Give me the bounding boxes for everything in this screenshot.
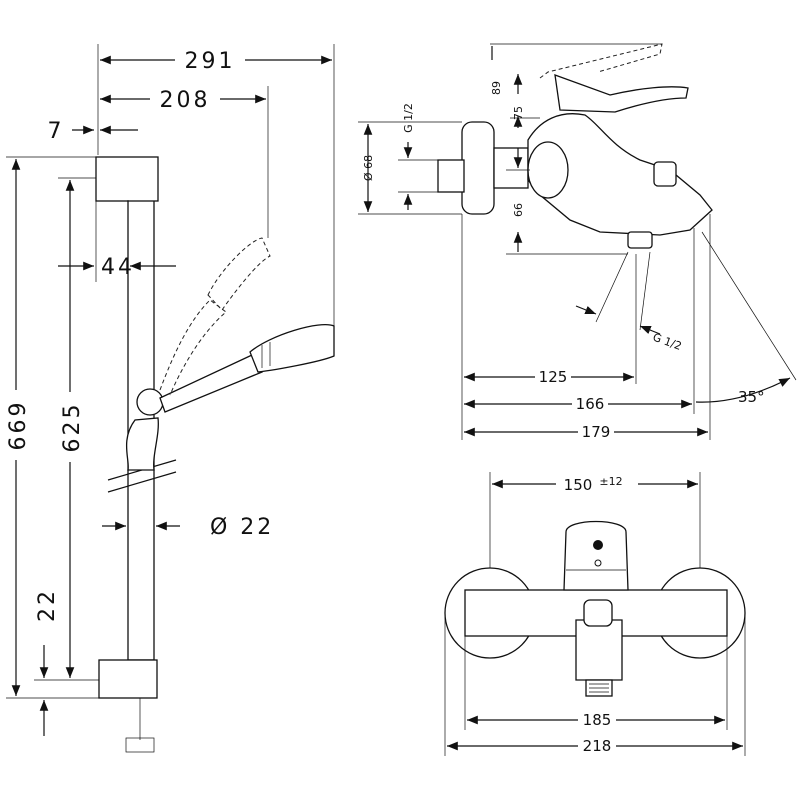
mixer-front-view: 150 ±12 185 218 bbox=[444, 472, 746, 756]
dim-d179: 179 bbox=[582, 423, 611, 441]
dim-spout-drop: 66 bbox=[512, 203, 525, 217]
dim-d166: 166 bbox=[576, 395, 605, 413]
hand-shower-head bbox=[249, 324, 335, 373]
thread-outlet: G 1/2 bbox=[651, 331, 683, 353]
mixer-body bbox=[527, 113, 713, 236]
top-wall-bracket bbox=[95, 156, 159, 202]
wall-flange bbox=[461, 121, 495, 215]
dim-shower-reach: 208 bbox=[160, 88, 211, 113]
bottom-wall-bracket bbox=[98, 659, 158, 699]
dim-d185: 185 bbox=[583, 711, 612, 729]
dim-wall-gap: 7 bbox=[48, 119, 65, 144]
body-cap bbox=[527, 141, 569, 199]
dim-overall-reach: 291 bbox=[185, 49, 236, 74]
dim-centers: 150 bbox=[564, 476, 593, 494]
outlet-connector bbox=[627, 231, 653, 249]
mixer-side-view: 89 75 66 Ø 68 G 1/2 G 1/2 125 166 bbox=[358, 43, 797, 441]
rail-break-line bbox=[107, 471, 177, 493]
mixer-lever bbox=[554, 74, 689, 113]
dim-rail-height: 625 bbox=[60, 402, 85, 453]
dim-d125: 125 bbox=[539, 368, 568, 386]
indicator-dot-blue bbox=[594, 559, 602, 567]
shower-slider bbox=[136, 388, 164, 416]
spout-front bbox=[575, 619, 623, 681]
dim-head-gap: 44 bbox=[101, 255, 135, 280]
thread-inlet: G 1/2 bbox=[402, 103, 415, 133]
dim-rail-diameter: Ø 22 bbox=[210, 515, 274, 540]
dim-lever: 75 bbox=[512, 106, 525, 120]
inlet-connector bbox=[437, 159, 465, 193]
dim-total-height: 669 bbox=[6, 400, 31, 451]
dim-flange: Ø 68 bbox=[362, 155, 375, 181]
hose-connector bbox=[125, 737, 155, 753]
indicator-dot-red bbox=[593, 540, 603, 550]
shower-set-drawing: 291 208 7 44 669 625 22 bbox=[4, 44, 335, 753]
angle-label: 35° bbox=[738, 388, 765, 406]
dim-top: 89 bbox=[490, 81, 503, 95]
diverter-knob bbox=[653, 161, 677, 187]
dim-centers-tolerance: ±12 bbox=[599, 475, 622, 488]
dim-bottom: 22 bbox=[35, 588, 60, 622]
diverter-front bbox=[583, 599, 613, 627]
lever-open-position bbox=[539, 43, 663, 79]
nut bbox=[493, 147, 529, 189]
slider-sleeve bbox=[125, 417, 159, 471]
dim-d218: 218 bbox=[583, 737, 612, 755]
lever-front bbox=[563, 520, 629, 591]
